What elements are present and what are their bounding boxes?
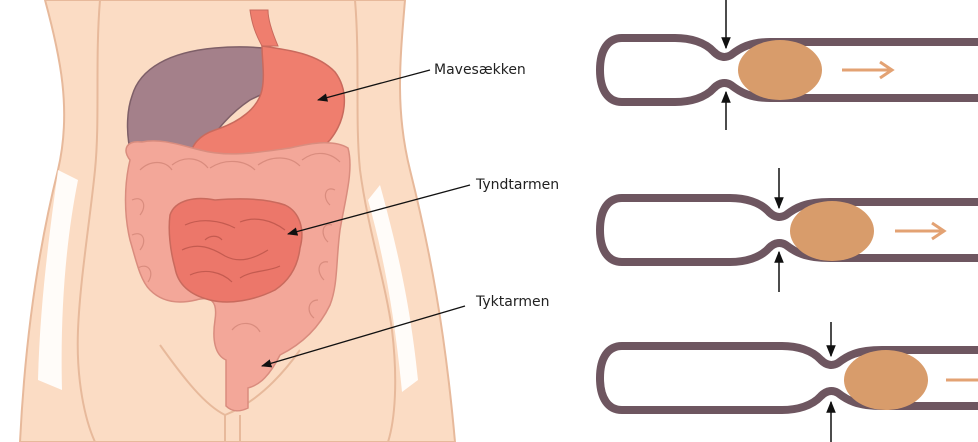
peristalsis-stage-2 — [600, 168, 978, 292]
peristalsis-stage-1 — [600, 0, 978, 130]
stomach-label: Mavesækken — [434, 62, 526, 78]
peristalsis-stage-3 — [600, 322, 978, 442]
torso-illustration: Mavesækken Tyndtarmen Tyktarmen — [20, 0, 559, 442]
peristalsis-illustration — [600, 0, 978, 442]
large-intestine-label: Tyktarmen — [475, 294, 549, 310]
small-intestine-label: Tyndtarmen — [475, 177, 559, 193]
food-bolus — [844, 350, 928, 410]
food-bolus — [790, 201, 874, 261]
food-bolus — [738, 40, 822, 100]
